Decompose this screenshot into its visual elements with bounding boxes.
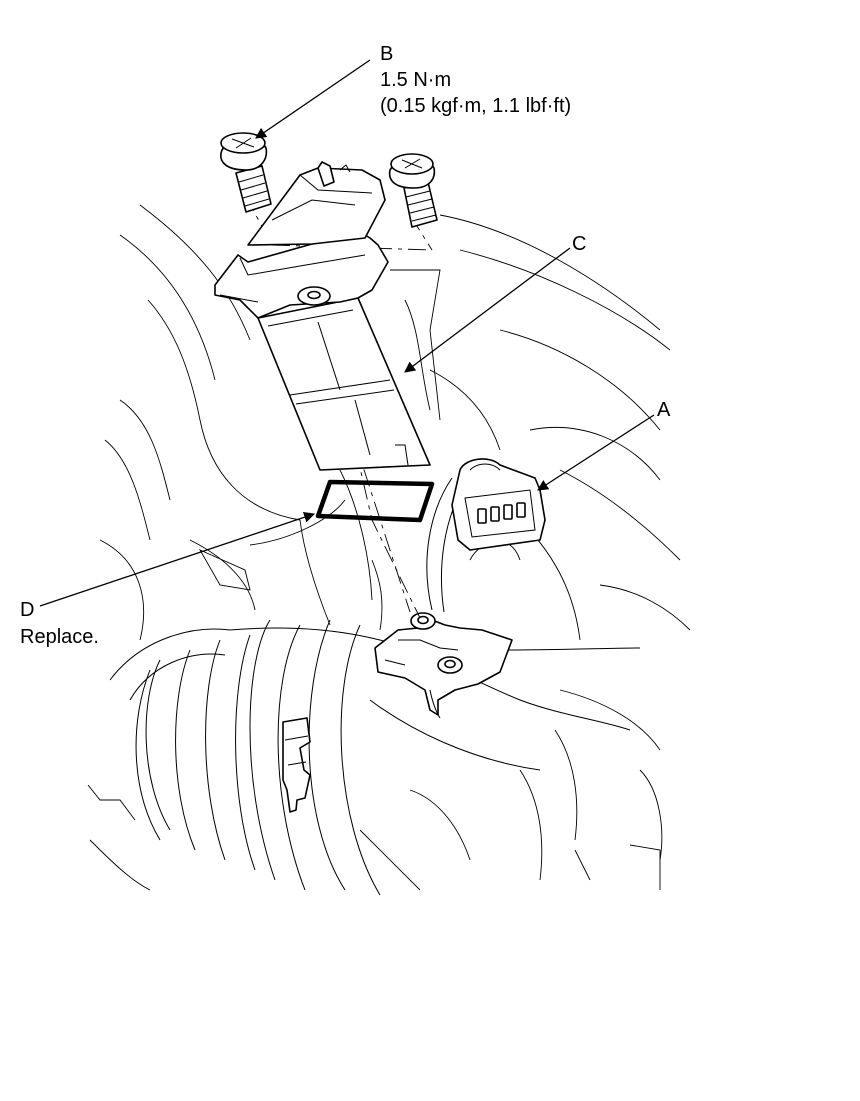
mass-airflow-sensor-c	[214, 161, 431, 471]
callout-a-letter: A	[657, 399, 671, 421]
leader-line-a	[537, 414, 655, 491]
callout-d-letter: D	[20, 599, 34, 621]
leader-line-b	[255, 59, 371, 139]
callout-b-letter: B	[380, 43, 393, 65]
sensor-gasket-d	[315, 479, 435, 523]
engine-bay-background	[87, 204, 691, 891]
leader-line-d	[39, 511, 316, 607]
intake-air-duct	[109, 619, 641, 896]
callout-leaders	[39, 59, 655, 607]
bolt-right	[388, 153, 438, 228]
leader-line-c	[404, 247, 571, 373]
callout-c-letter: C	[572, 233, 586, 255]
callout-b-torque: 1.5 N·m	[380, 69, 451, 91]
callout-b-torque-alt: (0.15 kgf·m, 1.1 lbf·ft)	[380, 95, 571, 117]
hose-clamp	[282, 717, 311, 813]
bolt-left	[220, 132, 272, 213]
sensor-mount-bracket	[374, 612, 513, 719]
callout-d-note: Replace.	[20, 626, 99, 648]
connector-a	[451, 458, 546, 551]
